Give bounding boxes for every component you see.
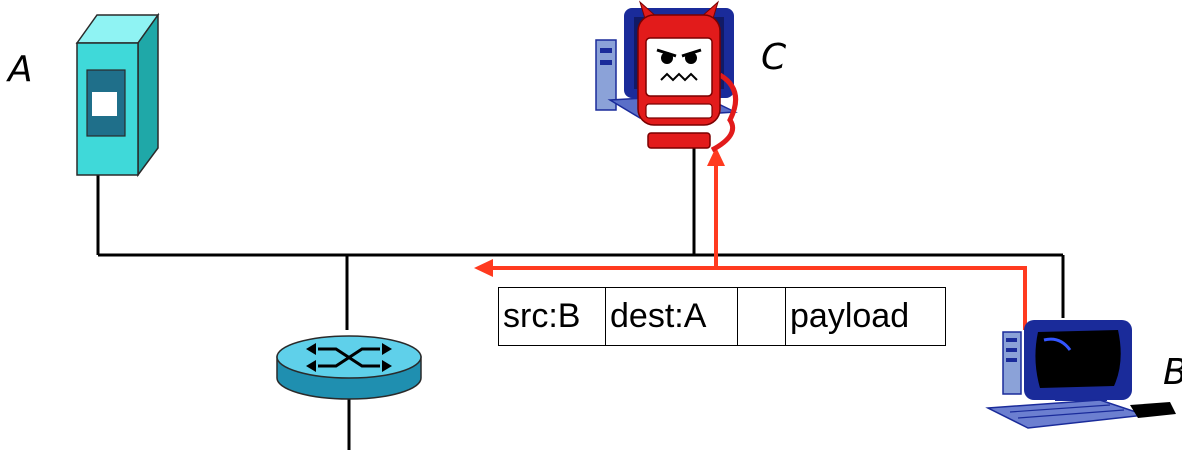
- arrowhead-up: [707, 147, 725, 166]
- router-icon: [276, 335, 422, 400]
- host-b-label: B: [1163, 355, 1182, 391]
- packet-field-payload: payload: [790, 297, 910, 335]
- arrowhead-left: [474, 259, 493, 277]
- host-a-label: A: [8, 49, 33, 90]
- desktop-computer-icon: [985, 320, 1176, 429]
- packet-frame: src:B dest:A payload: [498, 287, 946, 346]
- packet-field-src: src:B: [499, 288, 606, 345]
- packet-field-dest: dest:A: [606, 288, 738, 345]
- server-icon: [75, 12, 160, 178]
- path-b-to-a: [490, 266, 1027, 330]
- packet-field-empty: [738, 288, 786, 345]
- host-c-label: C: [761, 37, 787, 78]
- packet-path: [490, 162, 1027, 330]
- devil-computer-icon: [595, 0, 739, 153]
